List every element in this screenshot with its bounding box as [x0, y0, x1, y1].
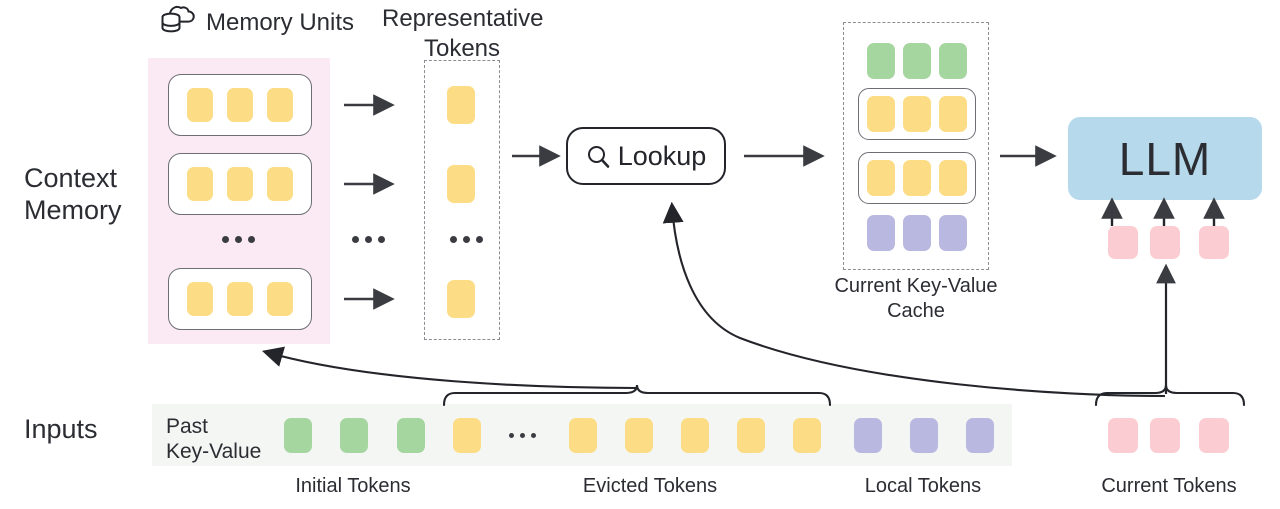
cache-token [903, 43, 931, 79]
current-kv-cache-box [843, 22, 989, 270]
input-token-evicted [625, 418, 653, 453]
representative-tokens-box [424, 60, 500, 340]
input-token-current [1199, 418, 1229, 453]
context-memory-row-label: Context Memory [24, 163, 122, 225]
caption-initial-tokens: Initial Tokens [295, 475, 411, 497]
current-tokens-to-llm-arrows [1101, 197, 1225, 226]
cache-token [903, 96, 931, 132]
caption-evicted-tokens: Evicted Tokens [582, 475, 718, 497]
lookup-button[interactable]: Lookup [566, 127, 726, 185]
memory-units-label: Memory Units [206, 8, 355, 36]
memory-token [187, 167, 213, 201]
representative-tokens-header: Representative Tokens [382, 5, 544, 62]
cache-token [939, 160, 967, 196]
current-tokens-to-lookup-arrow [662, 201, 1166, 398]
memory-to-representative-arrows [344, 94, 395, 310]
memory-units-header: Memory Units [158, 4, 354, 42]
input-token-initial [284, 418, 312, 453]
representative-token [447, 280, 475, 318]
caption-current-tokens: Current Tokens [1101, 475, 1237, 497]
input-token-evicted [569, 418, 597, 453]
memory-token [187, 88, 213, 122]
current-tokens-feed-arrow [1156, 263, 1176, 394]
input-token-local [854, 418, 882, 453]
memory-token [267, 88, 293, 122]
llm-label: LLM [1118, 132, 1212, 185]
past-key-value-label: Past Key-Value [166, 415, 262, 464]
cache-row-local [864, 212, 970, 254]
lookup-to-cache-arrow [744, 145, 825, 167]
input-token-current [1150, 418, 1180, 453]
representative-tokens-ellipsis [450, 236, 483, 243]
memory-unit[interactable] [168, 153, 312, 215]
llm-current-token [1150, 226, 1180, 259]
cache-token [939, 43, 967, 79]
cache-token [939, 215, 967, 251]
memory-token [227, 167, 253, 201]
cache-token [939, 96, 967, 132]
cache-row-retrieved-upper [858, 88, 976, 140]
cloud-database-icon [158, 4, 198, 42]
caption-local-tokens: Local Tokens [864, 475, 982, 497]
llm-current-token [1108, 226, 1138, 259]
input-token-evicted [737, 418, 765, 453]
input-token-initial [397, 418, 425, 453]
cache-token [867, 96, 895, 132]
memory-unit[interactable] [168, 74, 312, 136]
memory-token [227, 282, 253, 316]
arrow-column-ellipsis [352, 236, 385, 243]
input-token-evicted [793, 418, 821, 453]
memory-token [267, 167, 293, 201]
current-kv-cache-caption: Current Key-Value Cache [834, 275, 998, 322]
input-token-current [1108, 418, 1138, 453]
representative-token [447, 86, 475, 124]
cache-token [867, 43, 895, 79]
representative-token [447, 165, 475, 203]
input-sequence-ellipsis [509, 433, 536, 438]
evicted-tokens-brace [442, 384, 832, 407]
cache-row-initial [864, 40, 970, 82]
inputs-row-label: Inputs [24, 414, 98, 444]
memory-token [187, 282, 213, 316]
cache-to-llm-arrow [1000, 145, 1057, 167]
cache-token [903, 215, 931, 251]
input-token-evicted [681, 418, 709, 453]
input-token-local [966, 418, 994, 453]
representative-to-lookup-arrow [512, 145, 561, 167]
input-token-evicted [453, 418, 481, 453]
search-icon [586, 144, 611, 169]
input-token-initial [340, 418, 368, 453]
llm-current-token [1199, 226, 1229, 259]
evicted-to-context-memory-arrow [261, 346, 639, 390]
memory-units-ellipsis [222, 236, 255, 243]
cache-token [867, 160, 895, 196]
cache-token [867, 215, 895, 251]
memory-token [267, 282, 293, 316]
memory-token [227, 88, 253, 122]
memory-unit[interactable] [168, 268, 312, 330]
lookup-label: Lookup [617, 140, 707, 171]
llm-box[interactable]: LLM [1068, 117, 1262, 200]
cache-row-retrieved-lower [858, 152, 976, 204]
input-token-local [910, 418, 938, 453]
current-tokens-brace [1094, 384, 1246, 407]
cache-token [903, 160, 931, 196]
